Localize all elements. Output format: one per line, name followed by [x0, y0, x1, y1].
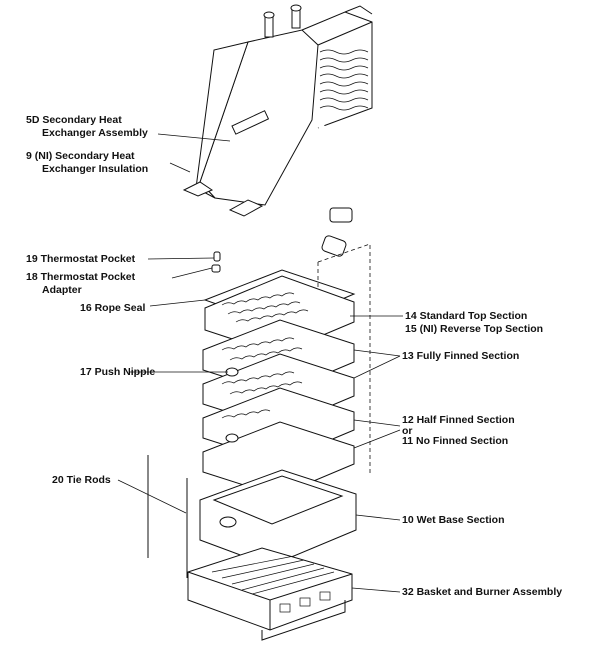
callout-5d-line1: 5D Secondary Heat — [26, 114, 122, 126]
callout-9-line1: 9 (NI) Secondary Heat — [26, 150, 135, 162]
callout-15: 15 (NI) Reverse Top Section — [405, 323, 544, 335]
callout-20: 20 Tie Rods — [52, 474, 111, 486]
basket-burner-drawing — [187, 547, 353, 641]
thermostat-pocket-part — [213, 251, 221, 262]
leader-lines — [117, 133, 403, 593]
callout-18-line1: 18 Thermostat Pocket — [26, 271, 136, 283]
callout-17: 17 Push Nipple — [80, 366, 156, 378]
callout-18-line2: Adapter — [42, 284, 82, 296]
section-stack-drawing — [199, 269, 357, 567]
callout-13: 13 Fully Finned Section — [402, 350, 520, 362]
secondary-heat-exchanger-drawing — [182, 4, 373, 257]
callout-5d-line2: Exchanger Assembly — [42, 127, 148, 139]
callout-9-line2: Exchanger Insulation — [42, 163, 149, 175]
callout-32: 32 Basket and Burner Assembly — [402, 586, 563, 598]
callout-12: 12 Half Finned Section — [402, 414, 515, 426]
callout-16: 16 Rope Seal — [80, 302, 146, 314]
callout-10: 10 Wet Base Section — [402, 514, 505, 526]
callout-14: 14 Standard Top Section — [405, 310, 528, 322]
callout-19: 19 Thermostat Pocket — [26, 253, 136, 265]
callout-or: or — [402, 425, 413, 437]
thermostat-adapter-part — [211, 264, 221, 273]
callout-11: 11 No Finned Section — [402, 435, 509, 447]
